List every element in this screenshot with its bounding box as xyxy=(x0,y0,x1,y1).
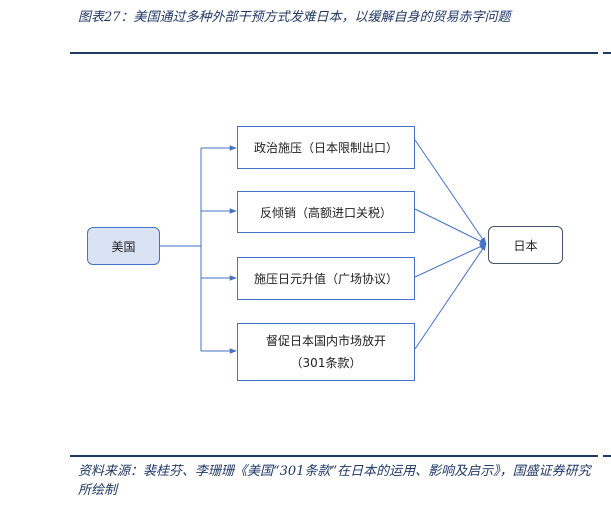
measure-label-4b: （301条款） xyxy=(290,356,362,370)
converge-arrow-2 xyxy=(414,208,487,245)
measure-label-2: 反倾销（高额进口关税） xyxy=(259,205,392,220)
figure-source: 资料来源：裴桂芬、李珊珊《美国“301条款”在日本的运用、影响及启示》，国盛证券… xyxy=(78,464,591,498)
converge-arrow-3 xyxy=(414,243,487,278)
measure-box-4: 督促日本国内市场放开 （301条款） xyxy=(237,323,415,381)
measure-box-1: 政治施压（日本限制出口） xyxy=(237,126,415,169)
measure-box-3: 施压日元升值（广场协议） xyxy=(237,257,415,300)
figure-caption: 图表27：美国通过多种外部干预方式发难日本，以缓解自身的贸易赤字问题 xyxy=(78,10,511,25)
edge-tick-top xyxy=(603,52,611,54)
target-node-japan: 日本 xyxy=(488,226,563,264)
target-node-label: 日本 xyxy=(513,238,538,253)
source-node-label: 美国 xyxy=(111,239,136,254)
measure-label-3: 施压日元升值（广场协议） xyxy=(253,272,398,286)
converge-arrow-1 xyxy=(414,139,487,245)
source-node-usa: 美国 xyxy=(87,227,160,265)
measure-box-2: 反倾销（高额进口关税） xyxy=(237,191,415,233)
converge-arrow-4 xyxy=(414,243,487,350)
measure-label-1: 政治施压（日本限制出口） xyxy=(253,141,398,155)
measure-label-4a: 督促日本国内市场放开 xyxy=(265,334,386,348)
caption-divider xyxy=(70,52,598,54)
source-divider xyxy=(70,455,598,457)
edge-tick-bottom xyxy=(603,455,611,457)
